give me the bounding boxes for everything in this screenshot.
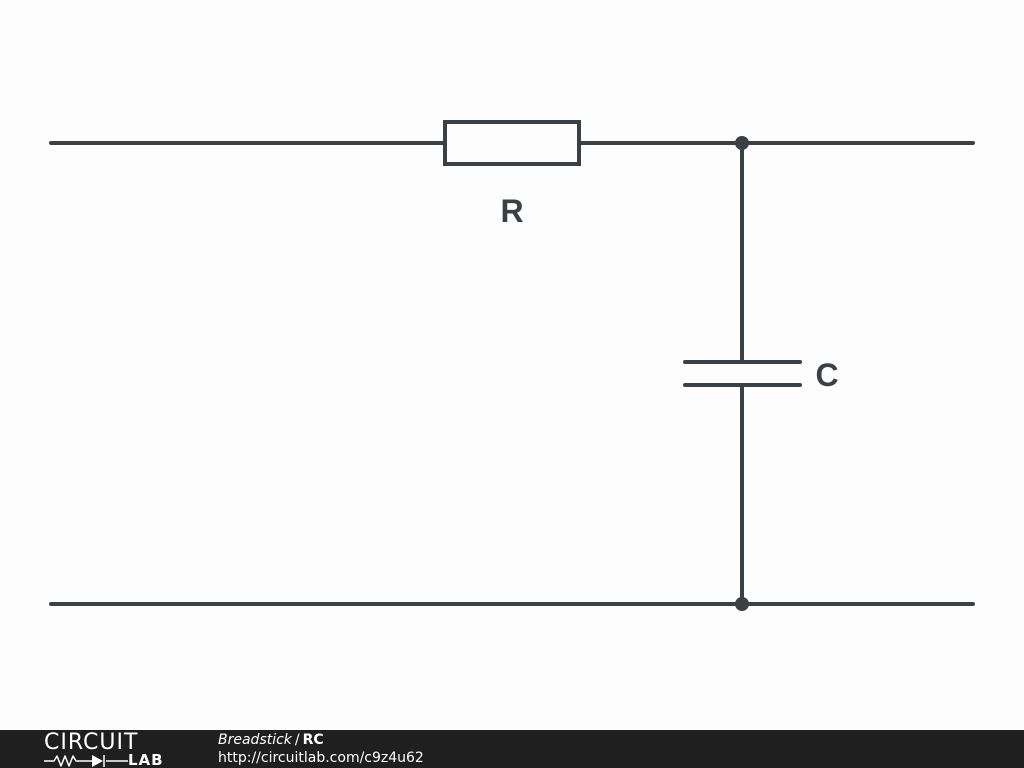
schematic-svg: R C <box>49 120 975 611</box>
junction-top <box>735 136 749 150</box>
junction-bottom <box>735 597 749 611</box>
schematic-canvas: R C <box>49 120 975 611</box>
resistor-label: R <box>500 193 523 229</box>
logo-wordmark-top: CIRCUIT <box>44 730 139 755</box>
circuitlab-logo[interactable]: CIRCUIT LAB <box>44 732 184 768</box>
separator: / <box>294 732 300 748</box>
footer-caption: Breadstick/RC http://circuitlab.com/c9z4… <box>218 731 424 767</box>
author-name[interactable]: Breadstick <box>218 732 292 748</box>
footer-bar: CIRCUIT LAB Breadstick/RC http://circuit… <box>0 730 1024 768</box>
project-name[interactable]: RC <box>302 732 324 748</box>
logo-wordmark-bottom: LAB <box>128 751 164 768</box>
circuit-url-link[interactable]: http://circuitlab.com/c9z4u62 <box>218 750 424 766</box>
resistor-diode-icon <box>44 755 128 767</box>
capacitor-label: C <box>815 357 838 393</box>
resistor-symbol <box>443 120 581 166</box>
